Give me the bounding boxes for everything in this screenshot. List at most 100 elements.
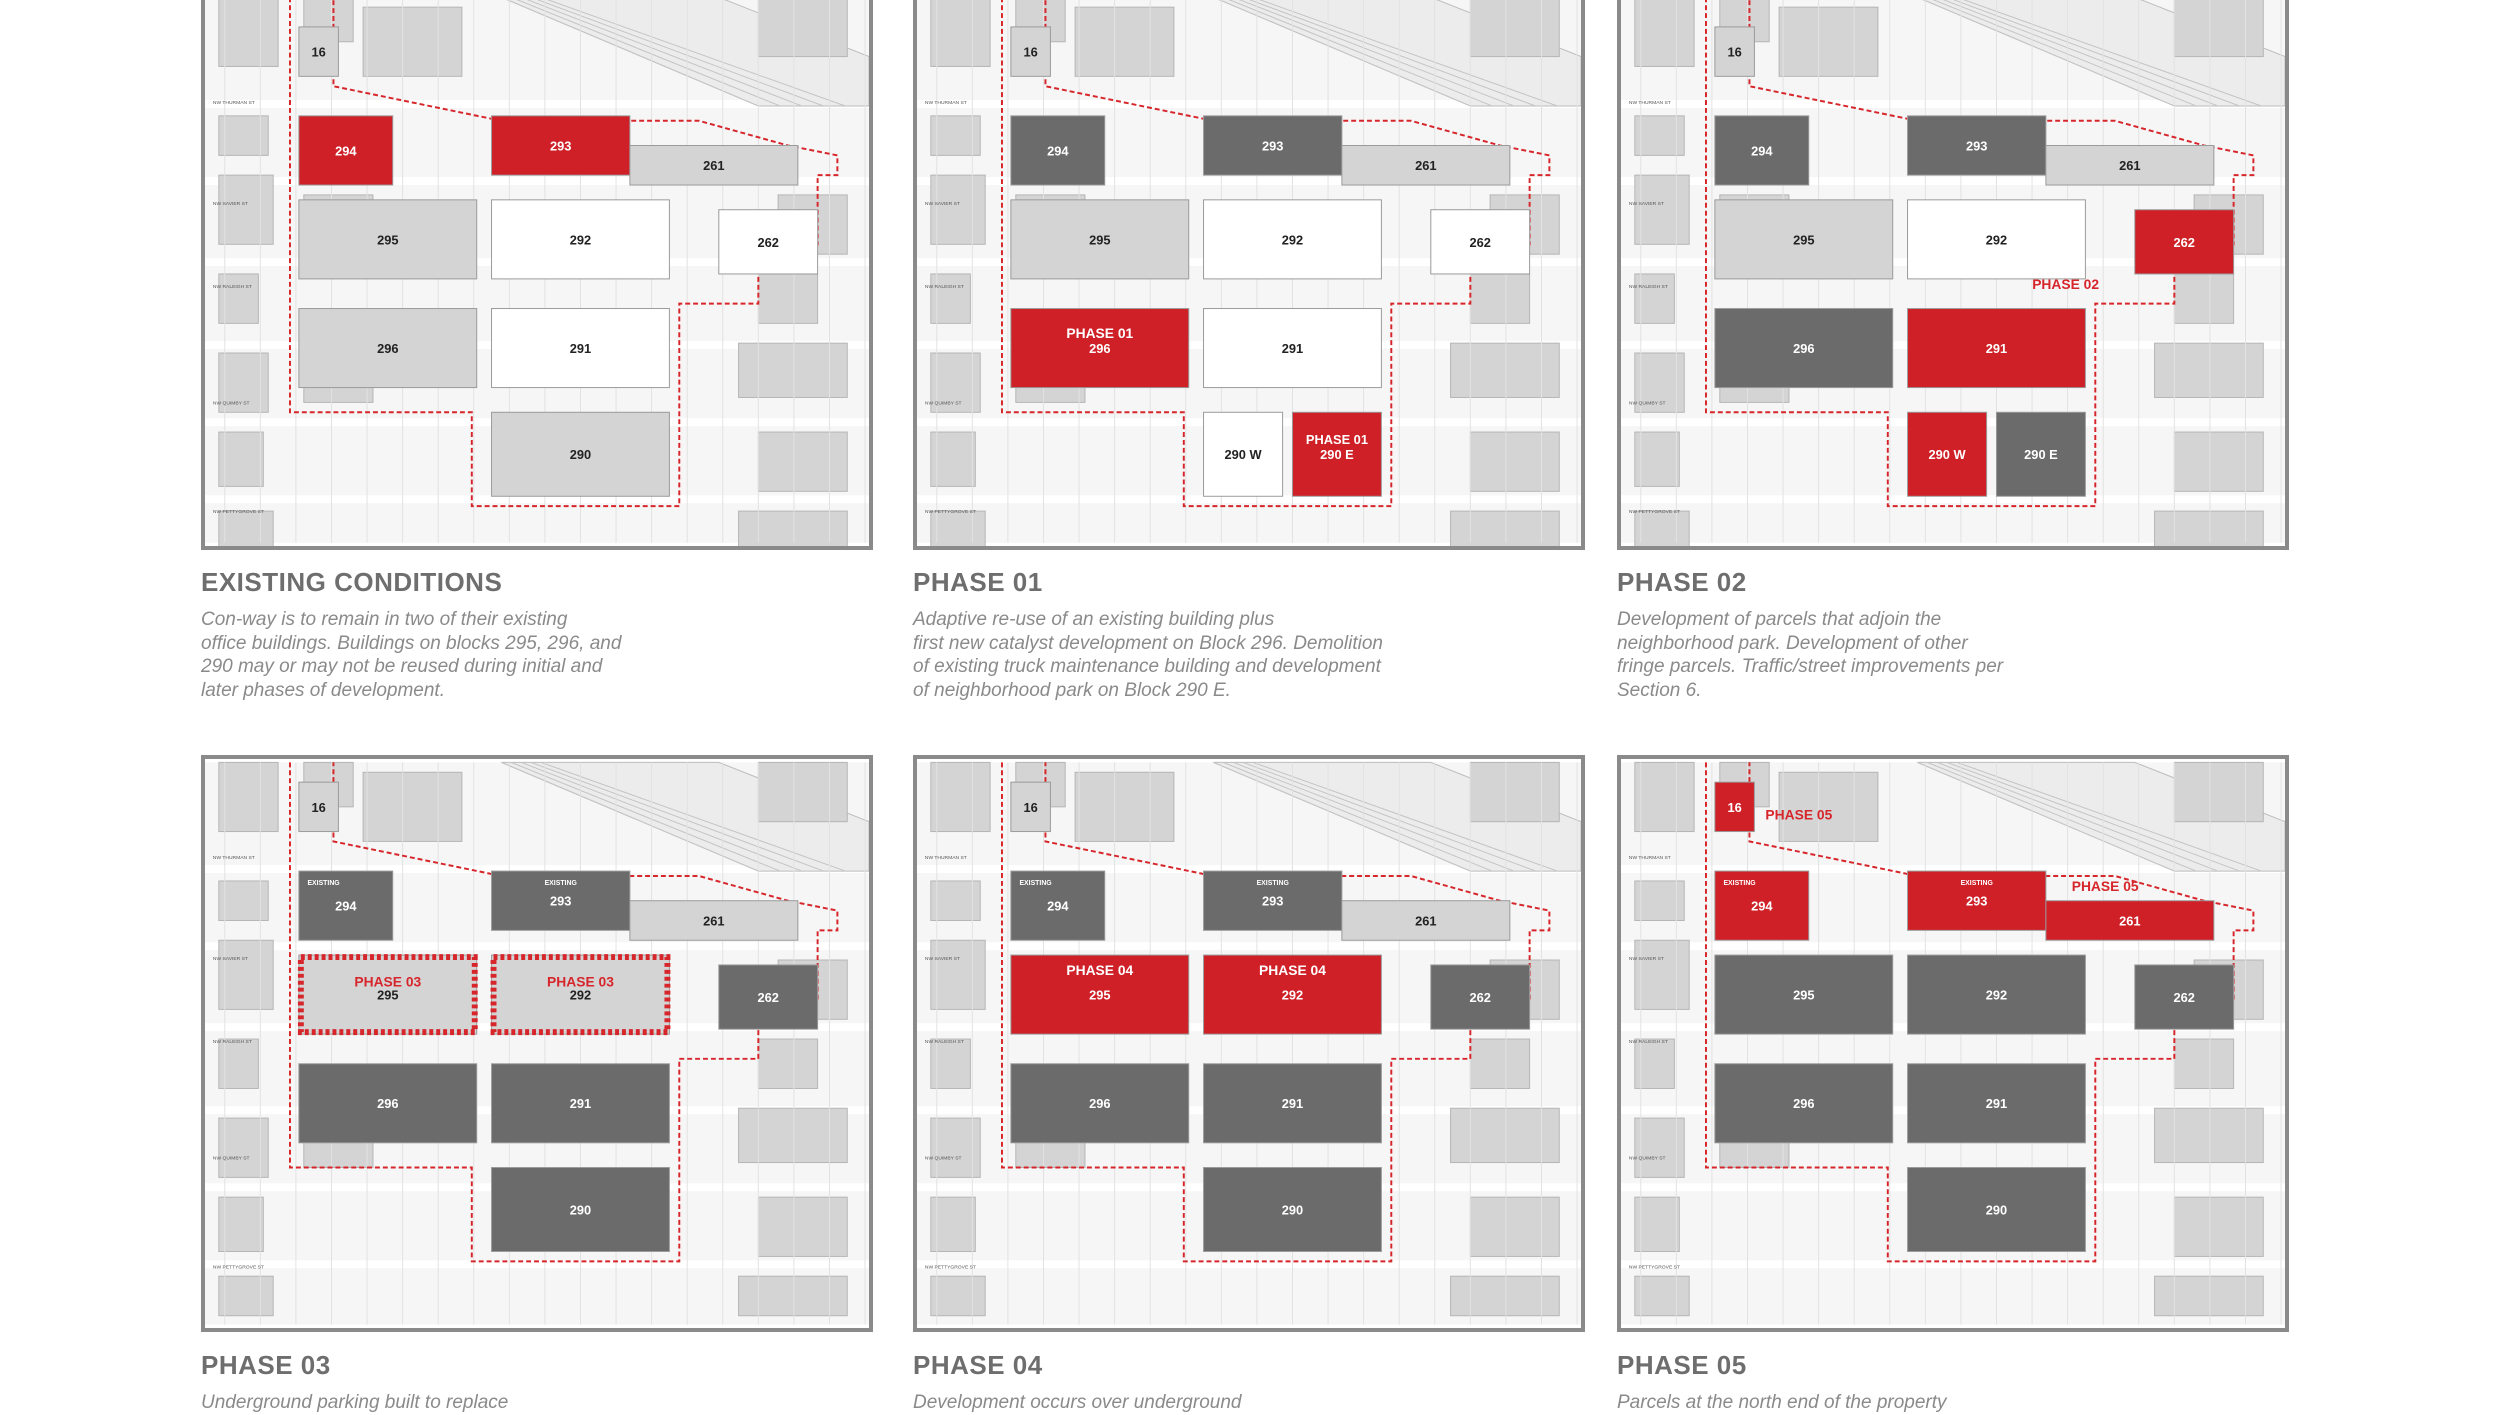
block-label: 296 [1793, 341, 1814, 356]
neighbor-building [1074, 771, 1175, 842]
existing-tag: EXISTING [307, 880, 339, 887]
street-label: NW RALEIGH ST [925, 1039, 964, 1045]
rail-line [501, 761, 759, 872]
neighbor-building [1634, 174, 1690, 245]
neighbor-building [930, 880, 981, 921]
block-294 [298, 870, 394, 941]
block-291 [1907, 308, 2086, 389]
panel-description: Adaptive re-use of an existing building … [913, 608, 1383, 702]
block-label: 16 [1023, 45, 1037, 60]
neighbor-building [738, 342, 848, 398]
neighbor-building [218, 0, 279, 67]
block-label: 293 [1966, 138, 1987, 153]
neighbor-building [1450, 1275, 1560, 1317]
block-label: 291 [570, 1096, 591, 1111]
block-293 [1907, 870, 2047, 931]
block-291 [491, 308, 670, 389]
block-290w [1907, 411, 1988, 497]
neighbor-building [1634, 880, 1685, 921]
rail-line [1963, 0, 2262, 107]
street [205, 1260, 869, 1269]
block-label: 293 [550, 894, 571, 909]
phase-label: PHASE 03 [354, 974, 421, 990]
street [917, 1260, 1581, 1269]
street-label: NW THURMAN ST [1629, 100, 1671, 106]
neighbor-building [1634, 115, 1685, 156]
block-290e [1995, 411, 2086, 497]
block-label: 293 [1262, 894, 1283, 909]
rail-line [1233, 761, 1514, 872]
neighbor-building [757, 431, 848, 492]
neighbor-building [218, 115, 269, 156]
neighbor-building [1634, 939, 1690, 1010]
description-line: neighborhood park. Development of other [1617, 632, 1968, 654]
neighbor-building [1469, 1196, 1560, 1257]
block-label: 296 [377, 1096, 398, 1111]
street-label: NW PETTYGROVE ST [1629, 1264, 1680, 1270]
phase-label: PHASE 04 [1066, 962, 1133, 978]
rail-line [1937, 761, 2218, 872]
block-290 [491, 1167, 670, 1252]
block-294 [1714, 115, 1810, 186]
rail-line [1213, 761, 1471, 872]
neighbor-building [218, 880, 269, 921]
block-label: 293 [1966, 894, 1987, 909]
block-292 [1203, 199, 1382, 280]
neighbor-building [757, 0, 848, 58]
neighbor-building [1634, 1196, 1680, 1252]
description-line: Con-way is to remain in two of their exi… [201, 609, 568, 630]
panel-description: Underground parking built to replace [201, 1391, 508, 1415]
street-label: NW PETTYGROVE ST [925, 509, 976, 515]
block-293 [491, 115, 631, 176]
block-295 [1714, 954, 1894, 1035]
phase-label: PHASE 01 [1306, 432, 1368, 447]
block-293 [1203, 115, 1343, 176]
block-295 [1714, 199, 1894, 280]
block-label: 261 [2119, 913, 2140, 928]
rail-line [1946, 761, 2240, 872]
street-label: NW PETTYGROVE ST [213, 509, 264, 515]
street-label: NW SAVIER ST [213, 201, 248, 207]
neighbor-building [2173, 0, 2264, 58]
phase-label: PHASE 02 [2032, 276, 2099, 292]
block-label: 290 E [1320, 447, 1354, 462]
rail-line [1248, 0, 1536, 107]
block-label: 290 [570, 447, 591, 462]
block-291 [1203, 1063, 1382, 1144]
street [917, 865, 1581, 874]
block-label: 262 [1470, 990, 1491, 1005]
street-label: NW QUIMBY ST [213, 400, 250, 406]
neighbor-building [218, 431, 264, 487]
neighbor-building [1469, 761, 1560, 823]
block-label: 291 [1986, 341, 2007, 356]
block-label: 262 [2174, 235, 2195, 250]
neighbor-building [1450, 1107, 1560, 1164]
street-label: NW RALEIGH ST [925, 284, 964, 290]
block-label: 262 [758, 235, 779, 250]
block-290 [1203, 1167, 1382, 1252]
neighbor-building [738, 1275, 848, 1317]
block-290e [1291, 411, 1382, 497]
rail-line [1942, 0, 2218, 107]
rail-line [540, 761, 846, 872]
rail-line [1259, 0, 1558, 107]
street-label: NW QUIMBY ST [925, 1156, 962, 1162]
neighbor-building [218, 761, 279, 833]
block-291 [1203, 308, 1382, 389]
rail-line [1956, 761, 2262, 872]
block-296 [1714, 1063, 1894, 1144]
street-label: NW PETTYGROVE ST [925, 1264, 976, 1270]
neighbor-building [218, 1117, 269, 1178]
street-label: NW SAVIER ST [213, 956, 248, 962]
rail-line [1228, 0, 1493, 107]
block-label: 294 [335, 899, 357, 914]
block-label: 262 [2174, 990, 2195, 1005]
rail-line [547, 0, 846, 107]
neighbor-building [1469, 1038, 1531, 1089]
block-label: 294 [1047, 899, 1069, 914]
block-262 [718, 964, 819, 1030]
panel-title: EXISTING CONDITIONS [201, 567, 503, 597]
